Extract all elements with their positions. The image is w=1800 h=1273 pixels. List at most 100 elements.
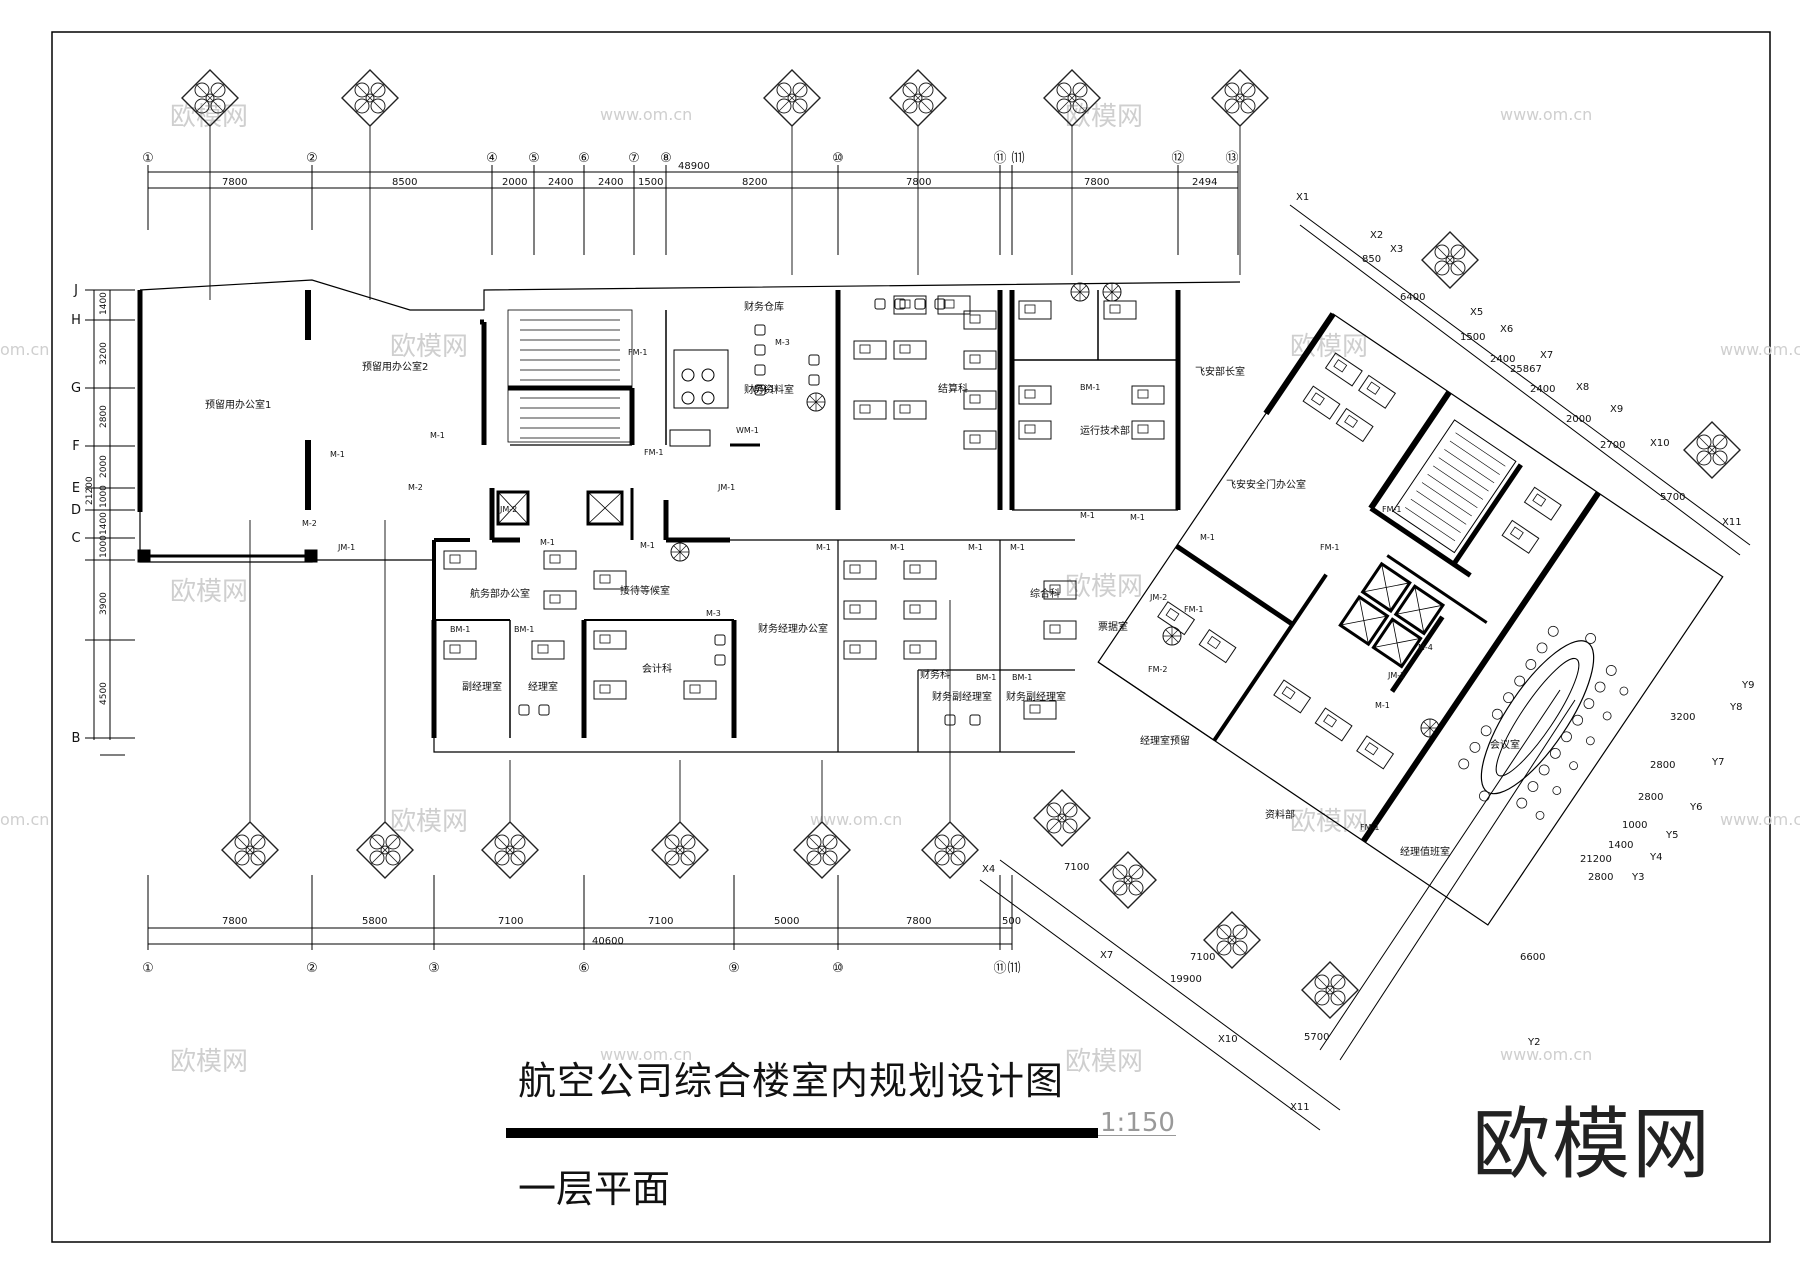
axis-label: Y6 <box>1689 802 1702 813</box>
door-tag: FM-1 <box>1382 505 1401 514</box>
watermark-text: 欧模网 <box>390 807 468 837</box>
dim-text: 5800 <box>362 916 387 927</box>
tree-icon <box>651 821 709 879</box>
room-label: 会议室 <box>1490 738 1520 751</box>
axis-label: ② <box>306 151 318 166</box>
door-tag: FM-1 <box>644 448 663 457</box>
axis-label: ⑬ <box>1225 151 1238 166</box>
axis-label: ⑥ <box>578 961 590 976</box>
top-axis-bubbles: ① ② ④ ⑤ ⑥ ⑦ ⑧ ⑩ ⑪ ⑾ ⑫ ⑬ <box>142 151 1238 166</box>
dim-text: 48900 <box>678 161 710 172</box>
dim-text: 21200 <box>1580 854 1612 865</box>
tree-icon <box>221 821 279 879</box>
dim-text: 2800 <box>1638 792 1663 803</box>
bottom-dimension-texts: 7800 5800 7100 7100 5000 7800 500 40600 <box>222 916 1021 947</box>
watermark-text: www.om.cn <box>810 810 902 829</box>
tree-icon <box>341 69 399 127</box>
door-tag: M-1 <box>540 538 555 547</box>
watermark-text: 欧模网 <box>170 1047 248 1077</box>
axis-label: Y8 <box>1729 702 1742 713</box>
dim-text: 2800 <box>1588 872 1613 883</box>
door-tag: M-1 <box>1130 513 1145 522</box>
door-tag: M-2 <box>302 519 317 528</box>
dim-text: 6400 <box>1400 292 1425 303</box>
dim-text: 2494 <box>1192 177 1217 188</box>
dim-text: 2000 <box>99 455 109 478</box>
watermark-text: om.cn <box>0 340 49 359</box>
tree-icon <box>1099 851 1157 909</box>
axis-label: ⑪ <box>993 961 1006 976</box>
dim-text: 4500 <box>99 682 109 705</box>
axis-label: X4 <box>982 864 995 875</box>
tree-icon <box>889 69 947 127</box>
door-tag: M-1 <box>430 431 445 440</box>
watermark-text: 欧模网 <box>1290 807 1368 837</box>
door-tag: M-3 <box>706 609 721 618</box>
dim-text: 19900 <box>1170 974 1202 985</box>
room-label: 经理室 <box>528 680 558 693</box>
left-dimension-line <box>85 289 135 756</box>
dim-text: 21200 <box>85 476 95 505</box>
room-label: 财务仓库 <box>744 300 784 313</box>
room-label: 飞安部长室 <box>1195 365 1245 378</box>
door-tag: FM-1 <box>1360 823 1379 832</box>
drawing-title: 航空公司综合楼室内规划设计图 <box>518 1059 1065 1103</box>
rotated-wing <box>1097 312 1724 926</box>
room-labels-wing: 飞安安全门办公室 票据室 经理室预留 资料部 经理值班室 会议室 <box>1098 478 1520 858</box>
room-label: 副经理室 <box>462 680 502 693</box>
dim-text: 2800 <box>99 405 109 428</box>
axis-label: ⑩ <box>832 151 844 166</box>
axis-label: E <box>72 481 80 496</box>
axis-label: Y2 <box>1527 1037 1540 1048</box>
watermark-text: www.om.cn <box>1720 340 1800 359</box>
watermark-text: 欧模网 <box>390 332 468 362</box>
axis-label: ② <box>306 961 318 976</box>
watermark-text: 欧模网 <box>1065 572 1143 602</box>
door-tag: FM-2 <box>1148 665 1167 674</box>
axis-label: X5 <box>1470 307 1483 318</box>
dim-text: 1400 <box>99 292 109 315</box>
left-axis-labels: J H G F E D C B <box>71 283 81 746</box>
watermark-text: 欧模网 <box>170 577 248 607</box>
dim-text: 850 <box>1362 254 1381 265</box>
door-tag: BM-1 <box>514 625 534 634</box>
dim-text: 2400 <box>548 177 573 188</box>
left-dimension-texts: 1400 3200 2800 2000 1000 1400 1000 21200… <box>85 292 109 705</box>
axis-label: X10 <box>1650 438 1670 449</box>
watermark-text: www.om.cn <box>1720 810 1800 829</box>
dim-text: 3200 <box>1670 712 1695 723</box>
title-underline-thin <box>1098 1135 1176 1136</box>
axis-label: X8 <box>1576 382 1589 393</box>
door-tag: BM-1 <box>976 673 996 682</box>
room-label: 航务部办公室 <box>470 587 530 600</box>
dim-text: 2400 <box>1490 354 1515 365</box>
axis-label: Y4 <box>1649 852 1662 863</box>
axis-label: X3 <box>1390 244 1403 255</box>
axis-label: ③ <box>428 961 440 976</box>
stair-main <box>496 309 633 526</box>
dim-text: 5700 <box>1304 1032 1329 1043</box>
tree-icon <box>921 821 979 879</box>
dim-text: 1000 <box>1622 820 1647 831</box>
door-tag: M-1 <box>890 543 905 552</box>
dim-text: 7100 <box>648 916 673 927</box>
door-tag: M-4 <box>1418 643 1433 652</box>
room-label: 接待等候室 <box>620 584 670 597</box>
axis-label: ⑾ <box>1011 151 1024 166</box>
room-label: 资料部 <box>1265 808 1295 821</box>
door-tag: FM-1 <box>1320 543 1339 552</box>
axis-label: X2 <box>1370 230 1383 241</box>
door-tag: BM-1 <box>1012 673 1032 682</box>
title-underline <box>506 1128 1098 1138</box>
door-tag: M-1 <box>968 543 983 552</box>
dim-text: 8200 <box>742 177 767 188</box>
room-label: 会计科 <box>642 662 672 675</box>
watermark-text: www.om.cn <box>1500 1045 1592 1064</box>
door-tag: M-1 <box>1010 543 1025 552</box>
dim-text: 500 <box>1002 916 1021 927</box>
door-tag: FM-1 <box>628 348 647 357</box>
bottom-axis-labels: ① ② ③ ⑥ ⑨ ⑩ ⑪ ⑾ <box>142 961 1020 976</box>
watermark-text: 欧模网 <box>1065 1047 1143 1077</box>
room-label: 财务科 <box>920 668 950 681</box>
